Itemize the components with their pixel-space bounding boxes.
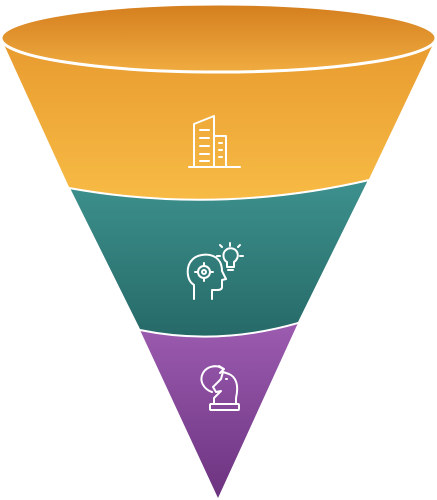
funnel-rim (0, 2, 437, 74)
funnel-stage-1 (1, 38, 436, 199)
office-building-icon (188, 115, 241, 168)
head-gear-lightbulb-icon (186, 242, 244, 300)
funnel-stage-2 (70, 180, 368, 336)
chess-knight-icon (200, 365, 240, 411)
